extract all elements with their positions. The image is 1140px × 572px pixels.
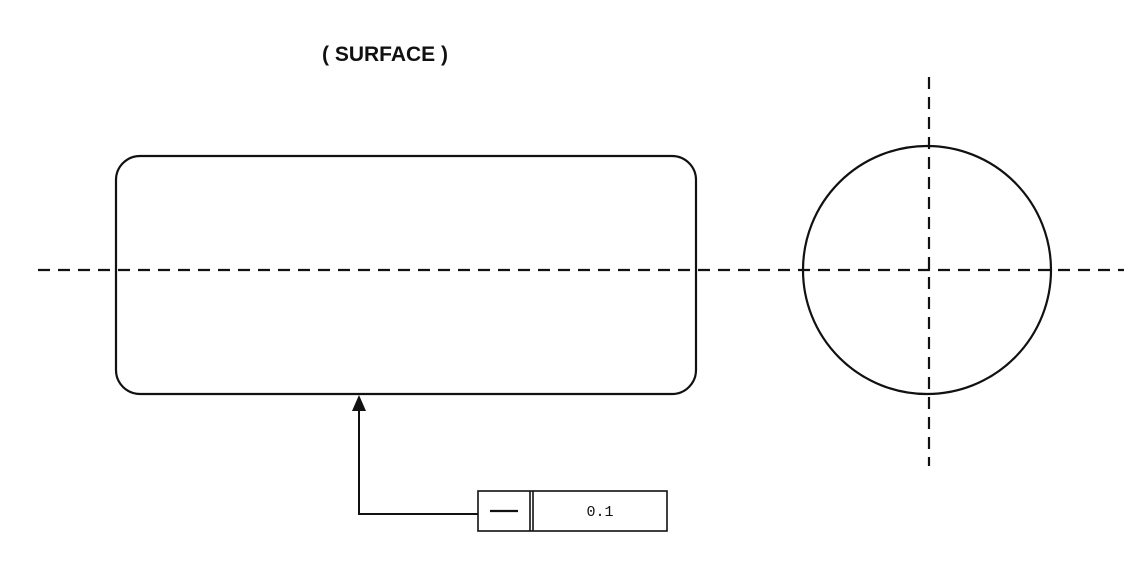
leader-line [358, 410, 478, 515]
part-front-view [114, 154, 698, 396]
tolerance-value: 0.1 [586, 504, 613, 521]
leader-arrowhead [352, 395, 366, 411]
feature-control-frame: 0.1 [477, 490, 668, 532]
view-label: ( SURFACE ) [322, 43, 448, 66]
